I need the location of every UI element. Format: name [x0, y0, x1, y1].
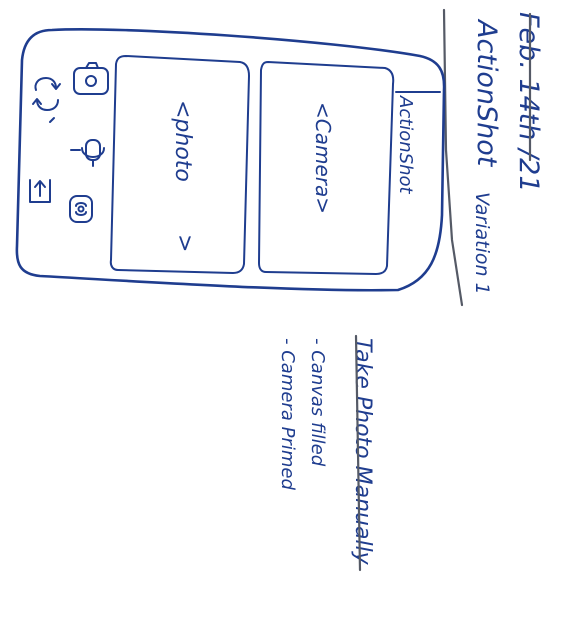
phone-outline [15, 28, 446, 292]
upload-icon[interactable] [29, 179, 51, 203]
photo-chevron-group[interactable]: > [172, 234, 197, 252]
header-date: Feb. 14th /21 [513, 12, 544, 193]
photo-panel[interactable] [109, 55, 250, 274]
notes-heading-underline [354, 334, 362, 572]
notes-item-1-group: - Canvas filled [307, 338, 328, 467]
title-divider-line [442, 8, 464, 307]
header-title: ActionShot [471, 18, 502, 168]
notes-item-1: - Canvas filled [307, 338, 328, 467]
header-subtitle: Variation 1 [471, 192, 493, 295]
microphone-icon[interactable] [70, 139, 105, 167]
photo-chevron[interactable]: > [172, 234, 197, 252]
notes-item-2: - Camera Primed [277, 338, 298, 490]
notes-heading-group: Take Photo Manually [350, 338, 375, 566]
header-title-group: ActionShot [471, 18, 502, 168]
app-title-group: ActionShot [395, 95, 416, 195]
dash-mark [49, 117, 55, 123]
header-subtitle-group: Variation 1 [471, 192, 493, 295]
camera-switch-icon[interactable] [69, 195, 93, 223]
rotate-icon[interactable] [32, 77, 61, 111]
notes-heading: Take Photo Manually [350, 338, 375, 566]
camera-panel-label: <Camera> [311, 102, 335, 214]
notes-item-2-group: - Camera Primed [277, 338, 298, 490]
camera-icon[interactable] [73, 62, 109, 95]
photo-panel-label: <photo [170, 100, 195, 182]
camera-panel-label-group: <Camera> [311, 102, 335, 214]
photo-panel-label-group: <photo [170, 100, 195, 182]
app-title: ActionShot [395, 95, 416, 195]
camera-panel[interactable] [258, 61, 395, 275]
header-date-group: Feb. 14th /21 [513, 12, 544, 193]
